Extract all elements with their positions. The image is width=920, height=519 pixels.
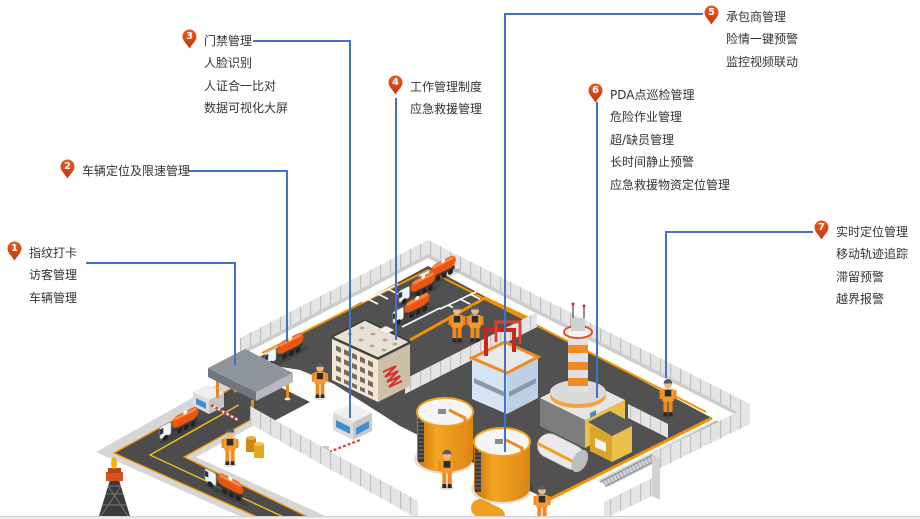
map-pin-icon: 5 <box>704 5 719 25</box>
pin-number: 2 <box>64 161 71 172</box>
feature-label: 人脸识别 <box>204 56 253 71</box>
feature-label: 数据可视化大屏 <box>204 101 289 116</box>
feature-label: 应急救援物资定位管理 <box>610 177 731 192</box>
yard-border-line <box>261 268 707 413</box>
map-pin-icon: 1 <box>7 241 22 261</box>
feature-label: 访客管理 <box>29 268 78 283</box>
pin-number: 1 <box>11 243 18 254</box>
callout-3: 3 门禁管理 人脸识别 人证合一比对 数据可视化大屏 <box>182 29 289 120</box>
map-pin-icon: 2 <box>60 159 75 179</box>
equipment-shed <box>588 411 634 462</box>
yard-front-edge <box>547 416 713 502</box>
feature-label: 门禁管理 <box>204 34 253 48</box>
feature-label: 越界报警 <box>836 292 885 307</box>
leader-line-5 <box>504 13 703 452</box>
callout-6: 6 PDA点巡检管理 危险作业管理 超/缺员管理 长时间静止预警 应急救援物资定… <box>588 83 731 196</box>
callout-7: 7 实时定位管理 移动轨迹追踪 滞留预警 越界报警 <box>814 220 909 311</box>
feature-label: 人证合一比对 <box>204 78 277 93</box>
feature-label: 应急救援管理 <box>410 102 483 117</box>
front-wall <box>250 406 418 519</box>
callout-2: 2 车辆定位及限速管理 <box>60 159 191 182</box>
oil-barrels <box>246 436 264 458</box>
feature-label: 险情一键预警 <box>726 32 799 47</box>
map-pin-icon: 7 <box>814 220 829 240</box>
feature-label: 车辆管理 <box>29 290 78 305</box>
pin-number: 4 <box>392 77 399 88</box>
horizontal-storage-tank <box>536 433 589 473</box>
leader-line-2 <box>188 170 288 342</box>
pin-number: 6 <box>592 85 599 96</box>
feature-label: 滞留预警 <box>836 269 885 284</box>
feature-label: 实时定位管理 <box>836 225 909 239</box>
oil-storage-tank <box>469 426 535 506</box>
feature-label: 长时间静止预警 <box>610 155 695 170</box>
callout-4: 4 工作管理制度 应急救援管理 <box>388 75 483 121</box>
map-pin-icon: 3 <box>182 29 197 49</box>
scaffold-structure <box>468 320 542 414</box>
entrance-canopy <box>208 349 293 420</box>
outer-wall-right <box>604 406 750 519</box>
feature-label: 车辆定位及限速管理 <box>82 164 191 178</box>
pin-number: 3 <box>186 31 193 42</box>
control-tower <box>540 302 625 448</box>
office-building <box>330 319 412 402</box>
pin-number: 7 <box>818 222 825 233</box>
feature-label: 承包商管理 <box>726 10 787 24</box>
inner-fence <box>628 404 668 438</box>
callout-1: 1 指纹打卡 访客管理 车辆管理 <box>7 241 78 309</box>
callout-5: 5 承包商管理 险情一键预警 监控视频联动 <box>704 5 799 73</box>
feature-label: 移动轨迹追踪 <box>836 247 909 262</box>
oil-derrick <box>99 457 130 517</box>
map-pin-icon: 6 <box>588 83 603 103</box>
access-control-booth <box>333 403 372 440</box>
feature-label: 危险作业管理 <box>610 110 683 125</box>
feature-label: 超/缺员管理 <box>610 132 675 147</box>
barrier-gate <box>210 403 239 422</box>
leader-line-1 <box>86 262 236 365</box>
feature-label: 指纹打卡 <box>29 246 78 260</box>
map-pin-icon: 4 <box>388 75 403 95</box>
feature-label: 工作管理制度 <box>410 80 483 94</box>
feature-label: 监控视频联动 <box>726 54 799 69</box>
parking-border-line <box>409 296 529 342</box>
bottom-border <box>0 516 920 519</box>
leader-line-3 <box>253 40 351 418</box>
pin-number: 5 <box>708 7 715 18</box>
leader-line-7 <box>665 231 813 378</box>
feature-label: PDA点巡检管理 <box>610 88 695 102</box>
